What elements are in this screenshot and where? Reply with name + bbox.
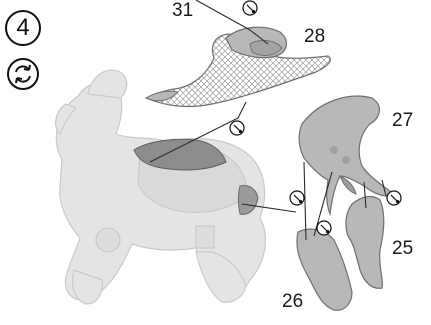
part-28-saddle xyxy=(146,27,330,106)
rotate-model-icon xyxy=(7,58,39,90)
step-number-badge: 4 xyxy=(5,10,41,46)
beast-model xyxy=(56,70,266,304)
part-label-25: 25 xyxy=(392,239,413,258)
part-label-28: 28 xyxy=(304,27,325,46)
part-26 xyxy=(297,229,352,310)
part-27-claw xyxy=(299,96,396,214)
part-label-27: 27 xyxy=(392,111,413,130)
glue-drop-icon xyxy=(387,191,401,205)
part-25 xyxy=(346,197,384,289)
part-label-31: 31 xyxy=(172,1,193,20)
glue-drop-icon xyxy=(243,1,257,15)
glue-drop-icon xyxy=(317,221,331,235)
part-label-26: 26 xyxy=(282,292,303,311)
glue-drop-icon xyxy=(290,191,304,205)
glue-drop-icon xyxy=(230,121,244,135)
